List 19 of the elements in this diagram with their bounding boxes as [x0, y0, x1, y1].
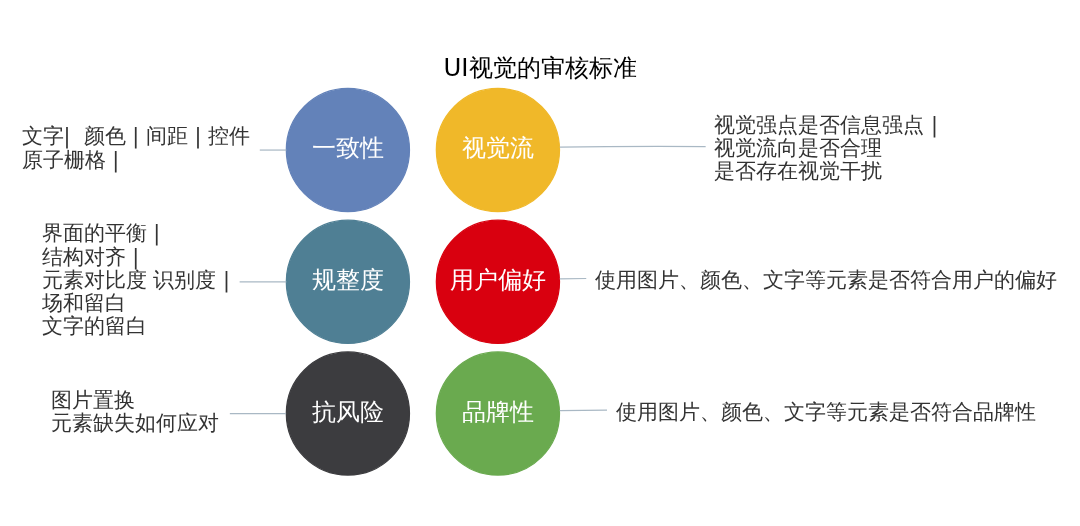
connector: [559, 145, 707, 148]
node-text: 视觉强点是否信息强点 | 视觉流向是否合理 是否存在视觉干扰: [714, 112, 938, 183]
connector: [559, 277, 587, 279]
diagram-title: UI视觉的审核标准: [443, 52, 637, 82]
node-text: 使用图片、颜色、文字等元素是否符合品牌性: [615, 399, 1036, 424]
connector: [559, 408, 608, 411]
node-circle: 规整度: [285, 219, 411, 344]
node-circle: 品牌性: [435, 350, 561, 476]
node-circle: 抗风险: [285, 350, 411, 476]
node-text: 文字| 颜色 | 间距 | 控件 原子栅格 |: [21, 123, 251, 172]
node-text: 界面的平衡 | 结构对齐 | 元素对比度 识别度 | 场和留白 文字的留白: [41, 220, 230, 338]
connector: [259, 148, 287, 151]
node-circle: 视觉流: [435, 87, 561, 212]
node-text: 图片置换 元素缺失如何应对: [51, 387, 220, 435]
node-circle: 用户偏好: [435, 219, 561, 344]
node-text: 使用图片、颜色、文字等元素是否符合用户的偏好: [594, 267, 1057, 292]
connector: [239, 280, 287, 282]
connector: [229, 412, 287, 414]
node-circle: 一致性: [285, 87, 411, 212]
